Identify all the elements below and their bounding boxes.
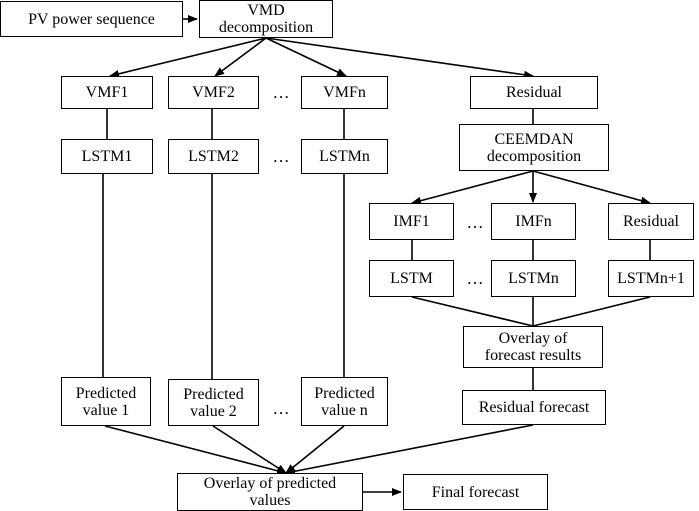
node-residual-mid: Residual — [608, 203, 694, 240]
edge-pred2-overlay — [212, 425, 287, 474]
ellipsis-pred: … — [272, 399, 290, 418]
edge-vmd-to-vmf2 — [214, 37, 267, 77]
node-vmd-decomposition: VMD decomposition — [199, 0, 333, 38]
edge-predn-overlay — [285, 425, 345, 474]
node-lstmn: LSTMn — [301, 139, 388, 174]
node-lstm1: LSTM1 — [61, 139, 153, 174]
node-vmfn: VMFn — [301, 76, 388, 109]
edge-vmd-to-residual — [265, 37, 534, 79]
edge-ceemdan-residual — [532, 170, 651, 205]
ellipsis-vmf: … — [272, 83, 290, 102]
ellipsis-lstm: … — [272, 147, 290, 166]
node-residual-top: Residual — [470, 76, 598, 109]
node-lstm-subn1: LSTMn+1 — [608, 260, 694, 297]
edge-residualforecast-overlay — [285, 424, 534, 476]
node-predicted-value-2: Predicted value 2 — [168, 379, 259, 426]
node-predicted-value-n: Predicted value n — [301, 377, 388, 426]
edge-lstmn1-overlay — [532, 296, 651, 327]
node-imfn: IMFn — [491, 203, 576, 240]
edge-lstm-overlay — [411, 296, 534, 327]
node-overlay-forecast-results: Overlay of forecast results — [463, 326, 603, 368]
ellipsis-lstm-sub: … — [466, 269, 484, 288]
ellipsis-imf: … — [466, 213, 484, 232]
node-imf1: IMF1 — [369, 203, 454, 240]
edge-vmd-to-vmfn — [265, 37, 347, 77]
node-final-forecast: Final forecast — [403, 474, 548, 510]
node-predicted-value-1: Predicted value 1 — [61, 377, 151, 426]
node-lstm-subn: LSTMn — [491, 260, 576, 297]
node-lstm2: LSTM2 — [168, 139, 259, 174]
edge-ceemdan-imf1 — [411, 170, 534, 205]
node-ceemdan-decomposition: CEEMDAN decomposition — [459, 124, 609, 171]
node-vmf1: VMF1 — [61, 76, 153, 109]
node-overlay-predicted-values: Overlay of predicted values — [177, 473, 363, 511]
node-vmf2: VMF2 — [168, 76, 259, 109]
edge-vmd-to-vmf1 — [109, 37, 267, 78]
node-residual-forecast: Residual forecast — [462, 390, 606, 425]
node-pv-power-sequence: PV power sequence — [0, 1, 183, 37]
edge-pred1-overlay — [104, 425, 287, 475]
node-lstm-sub1: LSTM — [369, 260, 454, 297]
